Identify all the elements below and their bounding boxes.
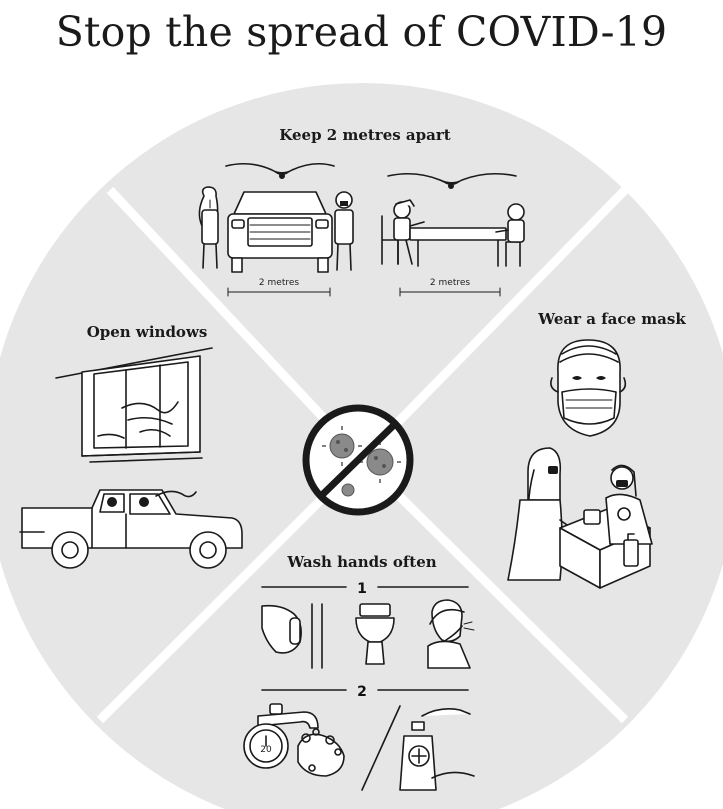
table-scene-icon [381,199,525,267]
distance-marker: 2 metres [227,278,331,297]
bird-icon [387,172,517,189]
truck-front-icon [227,191,333,273]
face-mask-illustration [507,339,653,589]
divider-bottom-right [358,455,629,724]
distance-label: 2 metres [259,278,299,288]
timer-value: 20 [260,745,272,755]
label-wear-mask: Wear a face mask [537,310,686,328]
person-icon [334,191,354,271]
label-keep-apart: Keep 2 metres apart [279,126,450,144]
page-title: Stop the spread of COVID-19 [55,8,668,56]
label-open-windows: Open windows [87,323,208,341]
window-icon [55,347,213,463]
divider-top-right [358,186,629,463]
wash-hands-illustration: 1 2 [243,581,475,791]
label-wash-hands: Wash hands often [286,553,436,571]
no-virus-icon [302,404,414,516]
toilet-icon [355,603,395,665]
distance-marker: 2 metres [399,278,501,297]
pickup-truck-icon [19,489,243,569]
soapy-hands-icon [297,728,345,777]
timer-icon: 20 [243,723,289,769]
keep-apart-illustration: 2 metres 2 metres [198,162,525,297]
masked-face-icon [550,339,627,437]
open-windows-illustration [19,347,243,569]
step-number: 2 [357,684,367,700]
divider-top-left [106,186,366,463]
person-icon [198,186,219,269]
bird-icon [225,162,335,179]
shop-counter-icon [507,447,653,589]
distance-label: 2 metres [430,278,470,288]
sanitizer-bottle-icon [399,708,475,791]
door-handle-icon [261,603,323,669]
sneezing-person-icon [427,599,475,669]
divider-bottom-left [96,455,366,724]
tap-icon [257,703,319,729]
step-number: 1 [357,581,367,597]
